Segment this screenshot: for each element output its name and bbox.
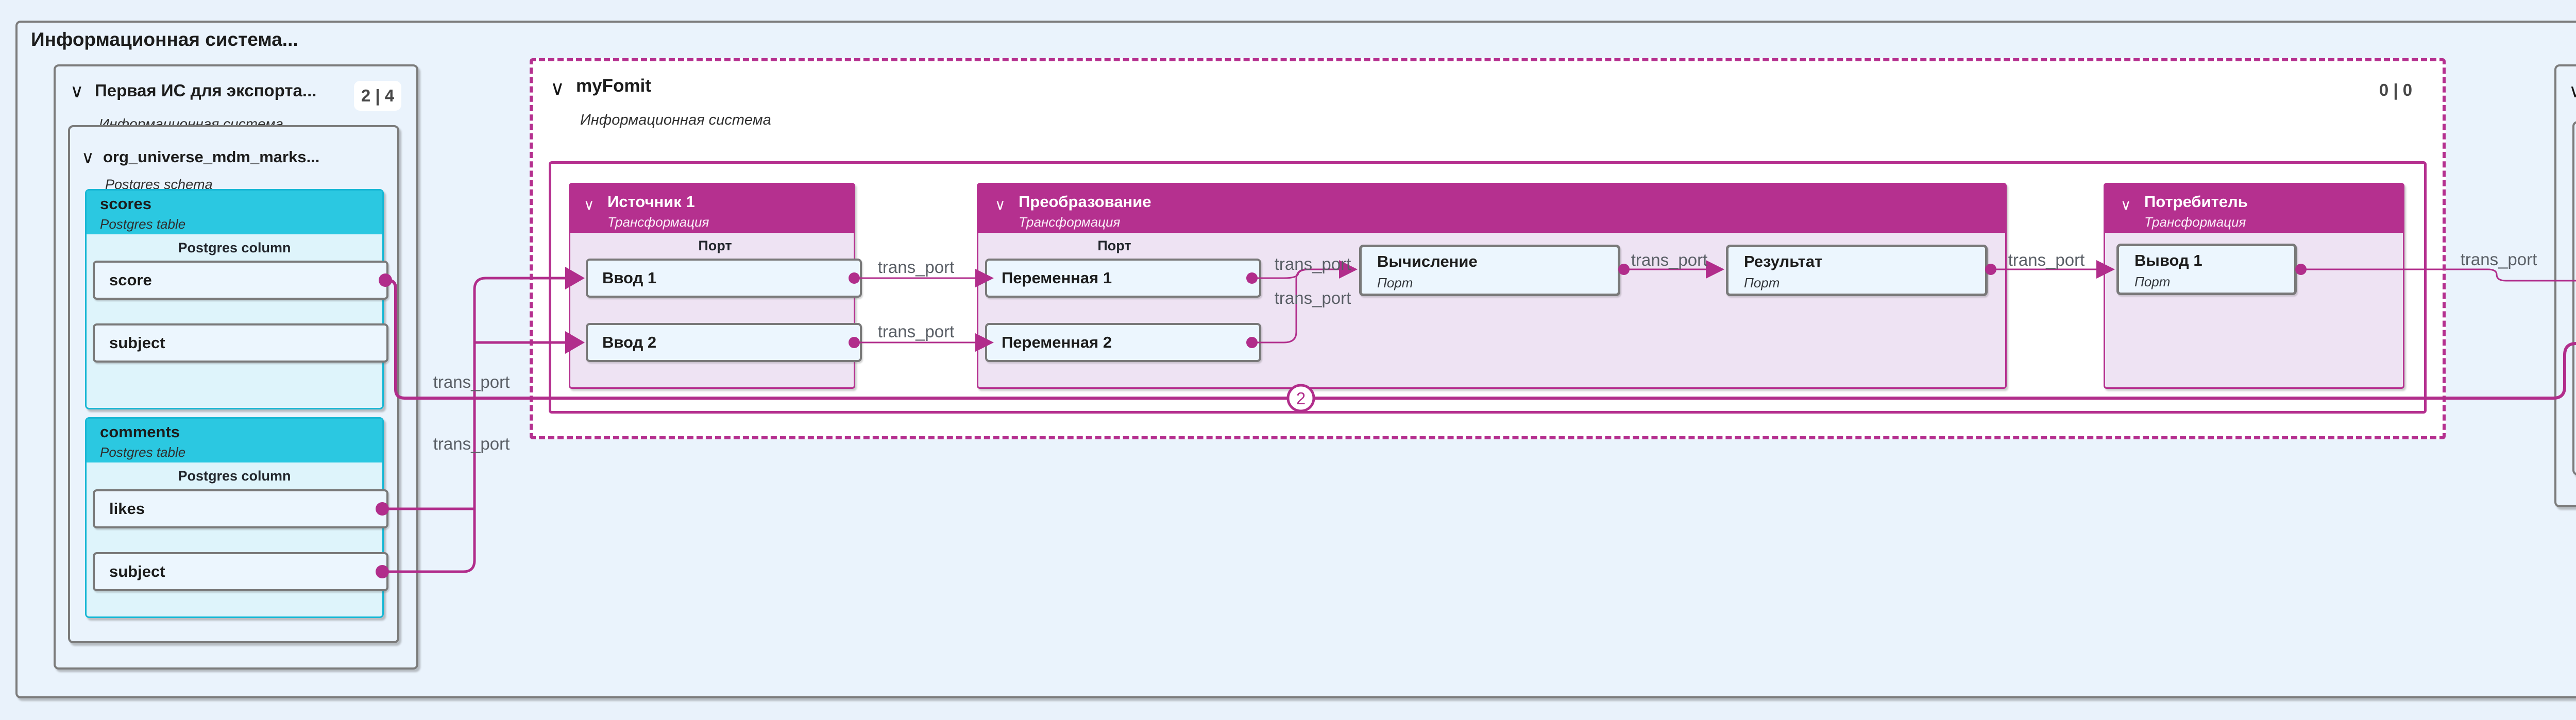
port-group-label: Порт (1097, 238, 1131, 253)
port-node-vychislenie[interactable]: Вычисление Порт (1359, 245, 1620, 296)
outer-group-title: Информационная система... (31, 29, 298, 50)
transform-preobrazovanie-header[interactable]: ∨ Преобразование Трансформация (978, 184, 2005, 233)
edge-label-trans-port: trans_port (1274, 254, 1351, 273)
table-name: scores (100, 195, 151, 213)
column-subject[interactable]: subject (93, 323, 388, 363)
myfomit-subtitle: Информационная система (580, 112, 771, 128)
edge-label-trans-port: trans_port (433, 434, 510, 453)
column-likes[interactable]: likes (93, 489, 388, 528)
task-container[interactable]: ∨ Задача Задача ∨ Источник 1 Трансформац… (549, 161, 2427, 414)
myfomit-title: myFomit (576, 76, 651, 96)
table-scores[interactable]: scores Postgres table Postgres column sc… (85, 189, 388, 409)
port-vvod-1[interactable]: Ввод 1 (586, 259, 862, 298)
transform-preobrazovanie[interactable]: ∨ Преобразование Трансформация Порт Пере… (977, 183, 2007, 389)
transform-subtitle: Трансформация (1019, 214, 1121, 230)
node-title: Результат (1744, 252, 1823, 270)
edge-label-trans-port: trans_port (1631, 250, 1708, 269)
public-schema-container[interactable]: ∨ public Postgres schema Table_031023 Po… (2572, 121, 2576, 475)
transform-source-1-header[interactable]: ∨ Источник 1 Трансформация (570, 184, 854, 233)
chevron-down-icon[interactable]: ∨ (81, 148, 94, 167)
chevron-down-icon[interactable]: ∨ (584, 197, 595, 213)
left-is-title: Первая ИС для экспорта... (95, 81, 317, 100)
node-title: Вывод 1 (2134, 251, 2202, 269)
transform-potrebitel[interactable]: ∨ Потребитель Трансформация Вывод 1 Порт (2104, 183, 2404, 389)
transform-source-1[interactable]: ∨ Источник 1 Трансформация Порт Ввод 1 В… (569, 183, 862, 389)
chevron-down-icon[interactable]: ∨ (995, 197, 1006, 213)
chevron-down-icon[interactable]: ∨ (2121, 197, 2131, 213)
edge-label-trans-port: trans_port (877, 258, 955, 277)
node-subtitle: Порт (2134, 274, 2171, 289)
edge-label-trans-port: trans_port (2460, 250, 2537, 269)
edge-label-trans-port: trans_port (1274, 288, 1351, 307)
table-type: Postgres table (100, 444, 186, 460)
outer-system-group[interactable]: Информационная система... ∨ Первая ИС дл… (15, 21, 2576, 698)
myfomit-badge: 0 | 0 (2370, 76, 2421, 105)
left-schema-container[interactable]: ∨ org_universe_mdm_marks... Postgres sch… (68, 125, 399, 643)
column-group-label: Postgres column (178, 468, 291, 484)
transform-subtitle: Трансформация (2144, 214, 2246, 230)
left-is-container[interactable]: ∨ Первая ИС для экспорта... 2 | 4 Информ… (54, 64, 418, 670)
port-peremennaya-1[interactable]: Переменная 1 (985, 259, 1261, 298)
port-peremennaya-2[interactable]: Переменная 2 (985, 323, 1261, 362)
chevron-down-icon[interactable]: ∨ (2569, 80, 2576, 101)
table-name: comments (100, 423, 180, 441)
column-subject[interactable]: subject (93, 552, 388, 591)
chevron-down-icon[interactable]: ∨ (550, 78, 565, 99)
column-score[interactable]: score (93, 261, 388, 300)
node-subtitle: Порт (1744, 275, 1780, 290)
table-type: Postgres table (100, 216, 186, 232)
left-schema-title: org_universe_mdm_marks... (103, 148, 320, 166)
edge-label-trans-port: trans_port (2008, 250, 2085, 269)
port-group-label: Порт (698, 238, 732, 253)
edge-label-trans-port: trans_port (877, 322, 955, 341)
table-comments-header[interactable]: comments Postgres table (87, 419, 382, 462)
column-group-label: Postgres column (178, 240, 291, 255)
node-title: Вычисление (1377, 252, 1478, 270)
port-node-rezultat[interactable]: Результат Порт (1726, 245, 1988, 296)
table-comments[interactable]: comments Postgres table Postgres column … (85, 417, 388, 618)
transform-subtitle: Трансформация (607, 214, 709, 230)
transform-title: Преобразование (1019, 193, 1151, 211)
local-is-container[interactable]: ∨ local_test_is 2 | 4 Информационная сис… (2554, 64, 2576, 507)
port-node-vyvod-1[interactable]: Вывод 1 Порт (2116, 244, 2297, 295)
left-is-badge: 2 | 4 (354, 81, 401, 111)
node-subtitle: Порт (1377, 275, 1413, 290)
port-vvod-2[interactable]: Ввод 2 (586, 323, 862, 362)
chevron-down-icon[interactable]: ∨ (70, 80, 84, 101)
table-scores-header[interactable]: scores Postgres table (87, 191, 382, 234)
transform-title: Потребитель (2144, 193, 2248, 211)
myfomit-container[interactable]: ∨ myFomit 0 | 0 Информационная система ∨… (530, 58, 2446, 439)
edge-label-trans-port: trans_port (433, 372, 510, 391)
transform-potrebitel-header[interactable]: ∨ Потребитель Трансформация (2105, 184, 2403, 233)
transform-title: Источник 1 (607, 193, 695, 211)
